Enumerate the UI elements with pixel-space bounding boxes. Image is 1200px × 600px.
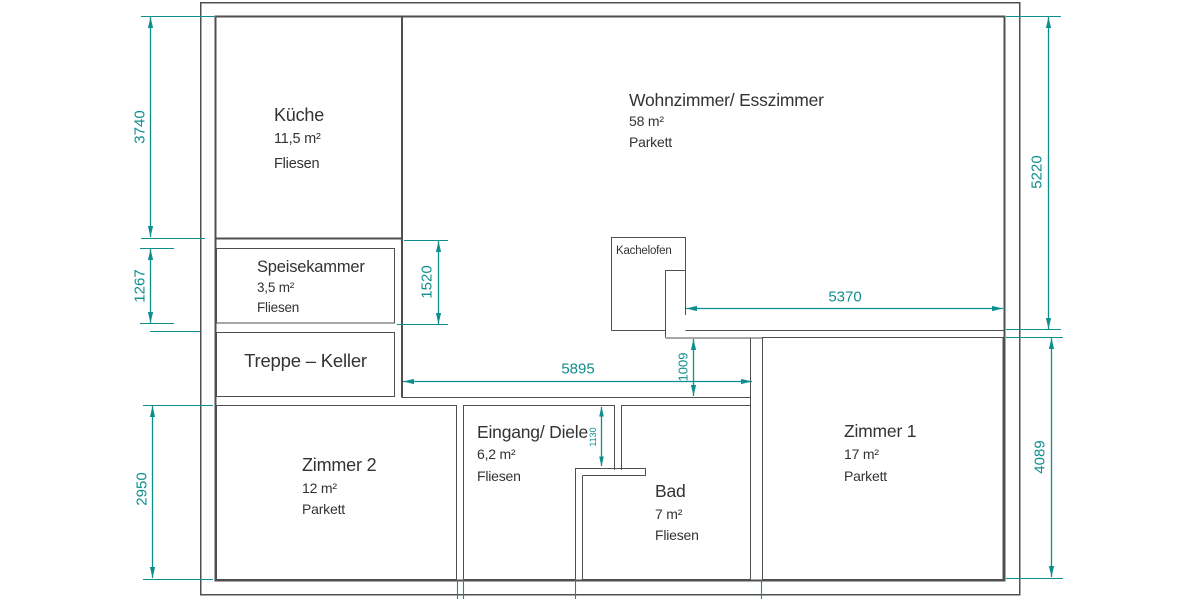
outer-wall <box>199 1 1021 596</box>
dim-text-1520: 1520 <box>418 265 436 299</box>
room-floor: Fliesen <box>274 156 320 172</box>
room-area: 12 m² <box>302 480 337 496</box>
kachelofen-label: Kachelofen <box>616 245 672 257</box>
room-box-eingang <box>462 404 616 581</box>
room-floor: Parkett <box>844 467 887 484</box>
dim-text-1267: 1267 <box>131 269 149 303</box>
room-floor: Fliesen <box>257 300 300 315</box>
dim-text-2950: 2950 <box>133 472 151 506</box>
room-area: 6,2 m² <box>477 446 516 462</box>
dimension-1009 <box>690 339 697 396</box>
bad-door-wall-jog <box>574 467 647 580</box>
room-label-wohnzimmer: Wohnzimmer/ Esszimmer 58 m² Parkett <box>629 89 824 152</box>
dimension-1520 <box>397 239 448 326</box>
room-name: Speisekammer <box>257 258 365 276</box>
room-area: 7 m² <box>655 506 683 522</box>
room-name: Wohnzimmer/ Esszimmer <box>629 90 824 110</box>
room-box-zimmer1 <box>761 336 1004 581</box>
room-floor: Parkett <box>302 501 345 517</box>
dimension-3740 <box>141 15 216 240</box>
room-box-bad <box>581 404 752 581</box>
dim-text-1009: 1009 <box>675 352 691 382</box>
room-label-zimmer2: Zimmer 2 12 m² Parkett <box>302 454 377 520</box>
dim-text-1130: 1130 <box>588 427 598 447</box>
dimension-lines <box>140 15 1063 599</box>
room-area: 11,5 m² <box>274 131 321 147</box>
room-label-zimmer1: Zimmer 1 17 m² Parkett <box>844 420 916 487</box>
inner-wall <box>214 15 1006 582</box>
room-label-speisekammer: Speisekammer 3,5 m² Fliesen <box>257 257 365 318</box>
dim-text-5220: 5220 <box>1028 155 1046 189</box>
dim-text-4089: 4089 <box>1031 440 1049 474</box>
dimension-5895 <box>403 378 752 385</box>
dimension-5370 <box>686 305 1003 312</box>
dim-text-5370: 5370 <box>828 288 862 306</box>
dimension-1267 <box>140 247 200 333</box>
room-name: Zimmer 1 <box>844 421 917 441</box>
room-box-zimmer2 <box>215 404 458 581</box>
room-name: Zimmer 2 <box>302 455 377 475</box>
dim-text-3740: 3740 <box>131 110 149 144</box>
room-name: Eingang/ Diele <box>477 422 589 442</box>
room-box-treppe <box>215 331 396 398</box>
room-label-treppe: Treppe – Keller <box>216 332 395 397</box>
room-floor: Parkett <box>629 134 672 150</box>
room-floor: Fliesen <box>655 527 699 543</box>
room-label-kueche: Küche 11,5 m² Fliesen <box>274 103 324 177</box>
dim-text-5895: 5895 <box>561 360 595 378</box>
room-box-speisekammer <box>215 247 396 324</box>
dimension-5220 <box>1006 15 1061 331</box>
dimension-4089 <box>1006 336 1063 580</box>
room-name: Treppe – Keller <box>244 350 367 372</box>
dimension-2950 <box>143 404 213 581</box>
room-name: Bad <box>655 481 686 501</box>
room-area: 3,5 m² <box>257 280 295 295</box>
room-name: Küche <box>274 105 325 125</box>
room-floor: Fliesen <box>477 468 521 484</box>
dimension-1130 <box>599 406 604 467</box>
bottom-extension-stubs <box>456 580 763 599</box>
room-label-eingang: Eingang/ Diele 6,2 m² Fliesen <box>477 421 588 486</box>
wall-lines <box>199 1 1021 596</box>
kachelofen-outline <box>610 236 687 338</box>
room-label-bad: Bad 7 m² Fliesen <box>655 480 699 546</box>
room-area: 17 m² <box>844 446 879 462</box>
room-area: 58 m² <box>629 113 664 129</box>
